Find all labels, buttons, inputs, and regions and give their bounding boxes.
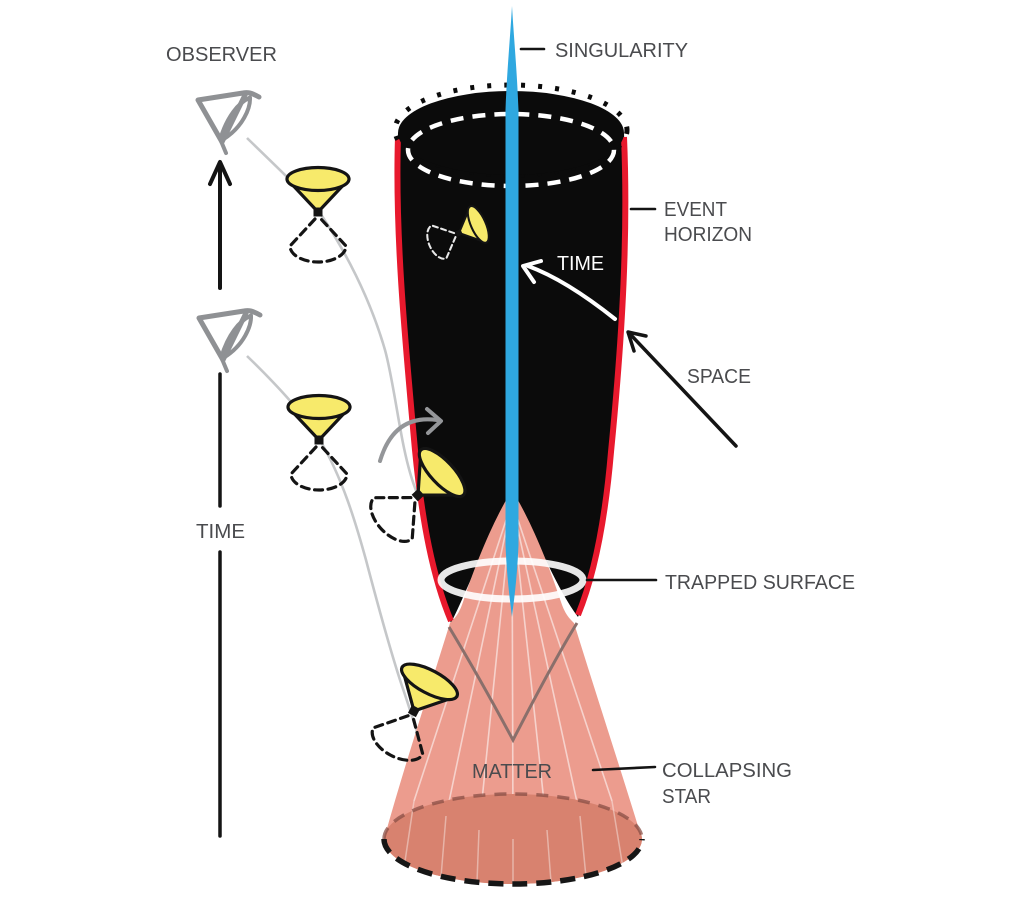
- light-cones: [285, 165, 495, 772]
- event-horizon-edge-left: [394, 136, 454, 623]
- inner-time-arrow: [521, 259, 617, 321]
- star-base-back-rim: [382, 792, 644, 840]
- label-connectors: [519, 47, 658, 772]
- event-horizon-label-line1: EVENT: [664, 198, 727, 221]
- horizon-top-tick-ring: [392, 82, 630, 178]
- space-arrow: [626, 330, 738, 448]
- up-arrow: [208, 160, 232, 290]
- space-label: SPACE: [687, 365, 751, 388]
- star-base-streaks: [403, 800, 624, 884]
- worldlines: [246, 137, 423, 745]
- cone-tilt-arrow: [378, 407, 443, 463]
- converging-light-rays: [447, 622, 579, 744]
- event-horizon-label-line2: HORIZON: [664, 223, 752, 246]
- collapsing-star-label-line1: COLLAPSING: [662, 759, 792, 782]
- time-axis-label: TIME: [196, 520, 245, 543]
- trapped-surface-label: TRAPPED SURFACE: [665, 571, 855, 594]
- collapsing-star-connector: [591, 765, 657, 772]
- matter-label: MATTER: [472, 760, 552, 783]
- labels: OBSERVER SINGULARITY EVENT HORIZON TIME …: [166, 39, 855, 808]
- singularity-line: [505, 6, 519, 617]
- star-base-front-rim: [381, 838, 645, 887]
- observer-label: OBSERVER: [166, 43, 277, 66]
- observer-eye-top: [198, 93, 259, 153]
- observer-eyes: [198, 93, 260, 371]
- singularity-label: SINGULARITY: [555, 39, 688, 62]
- observer-eye-bottom: [199, 311, 260, 371]
- star-base: [384, 794, 642, 884]
- event-horizon-edge-right: [575, 136, 629, 617]
- light-cone-upper: [285, 165, 351, 264]
- inner-time-label: TIME: [557, 252, 604, 275]
- light-cone-lower: [286, 393, 352, 492]
- collapsing-star-label-line2: STAR: [662, 785, 711, 808]
- arrows: [208, 47, 738, 838]
